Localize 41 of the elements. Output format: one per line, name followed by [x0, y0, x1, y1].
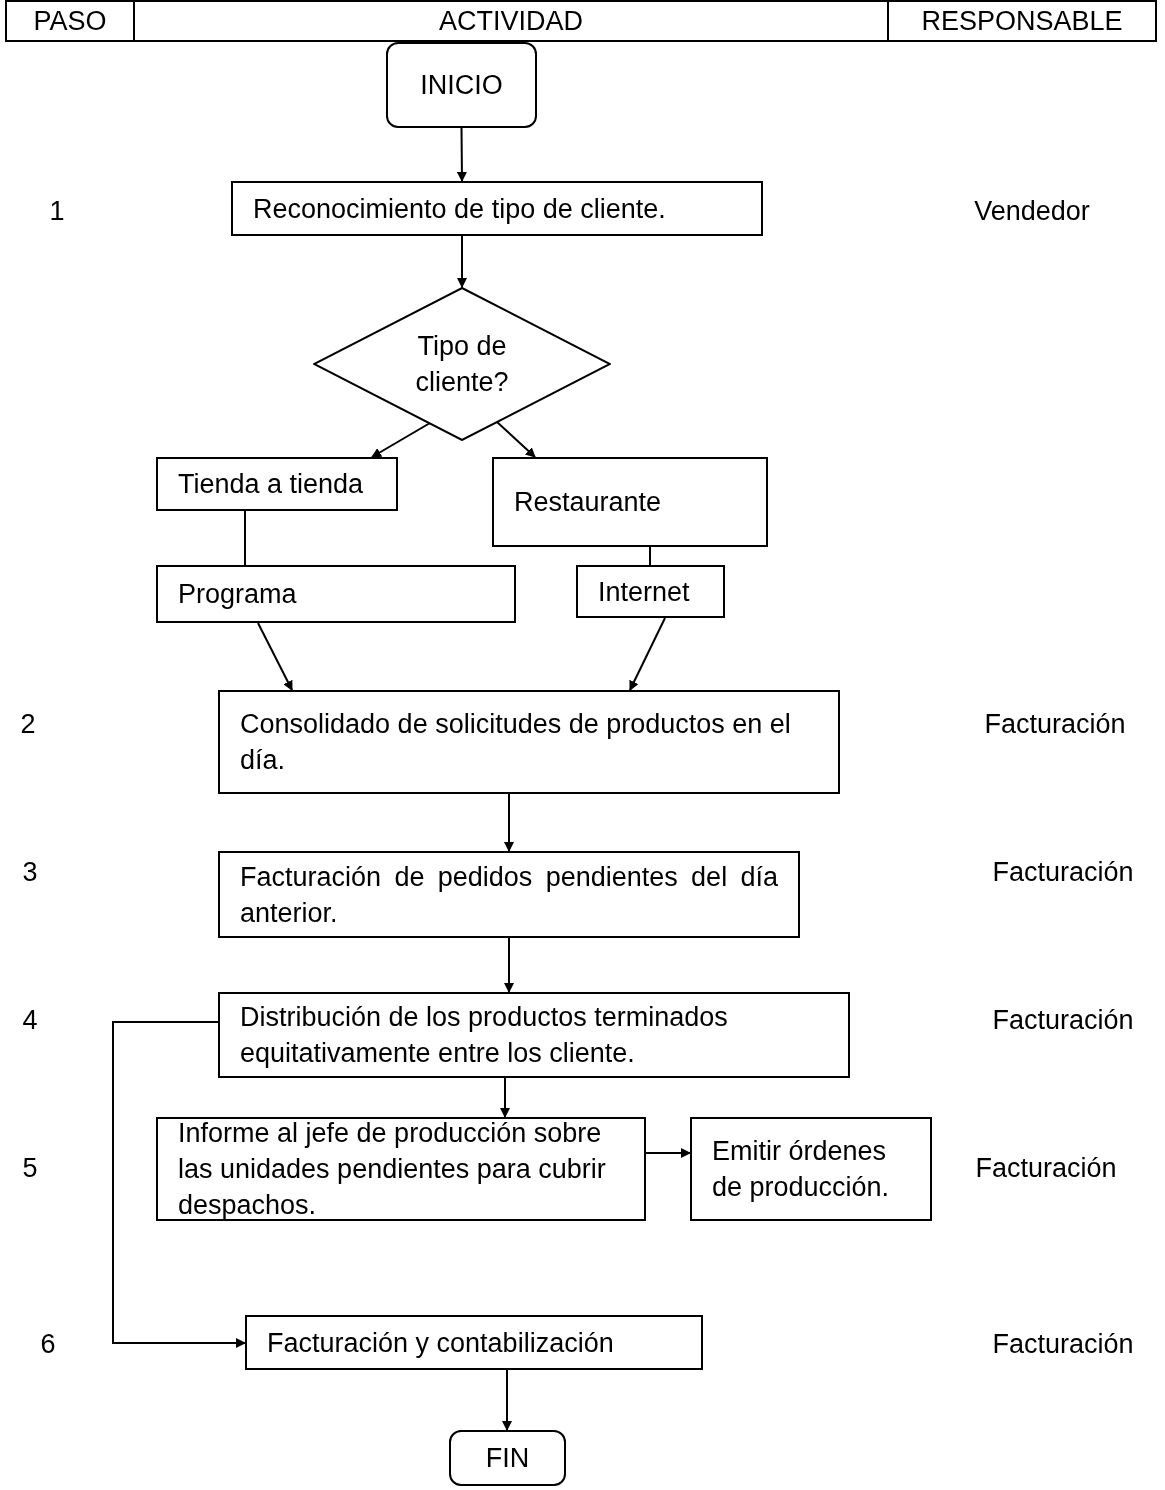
- process-box: Distribución de los productos terminados equitativamente entre los cliente.: [218, 992, 850, 1078]
- arrow: [502, 1369, 512, 1431]
- terminal-box: INICIO: [386, 42, 537, 128]
- process-box: Restaurante: [492, 457, 768, 547]
- arrow: [504, 937, 514, 993]
- arrow: [645, 1148, 691, 1158]
- terminal-box: FIN: [449, 1430, 566, 1486]
- responsible-label: Facturación: [984, 708, 1126, 741]
- arrow: [112, 1021, 246, 1348]
- process-box: Emitir órdenes de producción.: [690, 1117, 932, 1221]
- responsible-label: Facturación: [992, 856, 1134, 889]
- arrow: [629, 617, 666, 691]
- arrow: [257, 622, 293, 691]
- step-number: 1: [49, 195, 65, 228]
- process-box: Consolidado de solicitudes de productos en el día.: [218, 690, 840, 794]
- arrow: [504, 793, 514, 852]
- column-header: ACTIVIDAD: [439, 5, 583, 38]
- column-header: RESPONSABLE: [921, 5, 1123, 38]
- process-box: Tienda a tienda: [156, 457, 398, 511]
- responsible-label: Facturación: [992, 1328, 1134, 1361]
- step-number: 2: [20, 708, 36, 741]
- decision-text: Tipo de cliente?: [414, 330, 510, 399]
- process-box: Internet: [576, 565, 725, 618]
- step-number: 3: [22, 856, 38, 889]
- process-box: Programa: [156, 565, 516, 623]
- arrow: [371, 422, 431, 458]
- column-header: PASO: [33, 5, 107, 38]
- arrow: [456, 127, 467, 182]
- process-box: Informe al jefe de producción sobre las unidades pendientes para cubrir despachos.: [156, 1117, 646, 1221]
- step-number: 5: [22, 1152, 38, 1185]
- process-box: Reconocimiento de tipo de cliente.: [231, 181, 763, 236]
- arrow: [496, 421, 536, 458]
- arrow: [500, 1077, 510, 1118]
- responsible-label: Facturación: [992, 1004, 1134, 1037]
- step-number: 6: [40, 1328, 56, 1361]
- responsible-label: Facturación: [975, 1152, 1117, 1185]
- process-box: Facturación de pedidos pendientes del día anterior.: [218, 851, 800, 938]
- process-box: Facturación y contabilización: [245, 1315, 703, 1370]
- arrow: [457, 235, 467, 288]
- responsible-label: Vendedor: [974, 195, 1090, 228]
- step-number: 4: [22, 1004, 38, 1037]
